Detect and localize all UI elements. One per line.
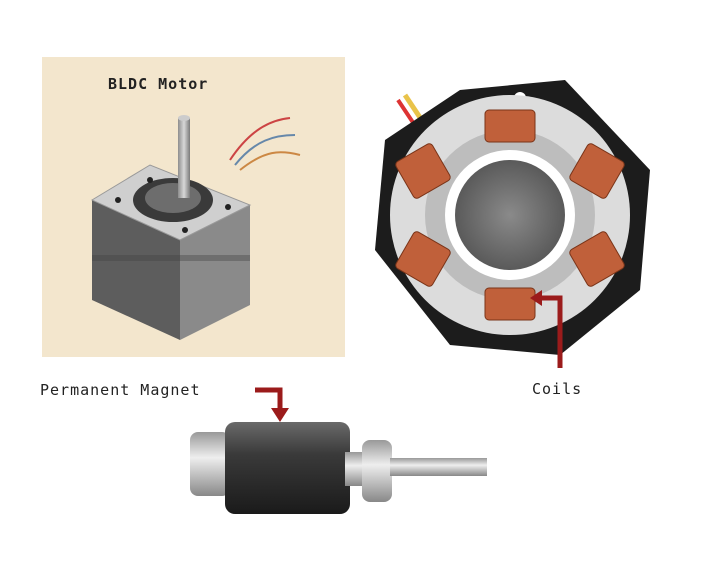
permanent-magnet-label: Permanent Magnet — [40, 381, 201, 399]
coils-arrowhead — [530, 290, 542, 306]
coil-set — [395, 109, 625, 321]
coils-label: Coils — [532, 380, 583, 398]
title-label: BLDC Motor — [108, 75, 209, 93]
wires-left — [229, 117, 301, 171]
magnet-arrow — [255, 387, 283, 410]
bldc-motor-illustration — [90, 115, 252, 340]
magnet-arrowhead — [271, 408, 289, 422]
coils-arrow — [538, 295, 563, 368]
motor-cross-section — [375, 80, 650, 355]
rotor-illustration — [190, 422, 487, 514]
